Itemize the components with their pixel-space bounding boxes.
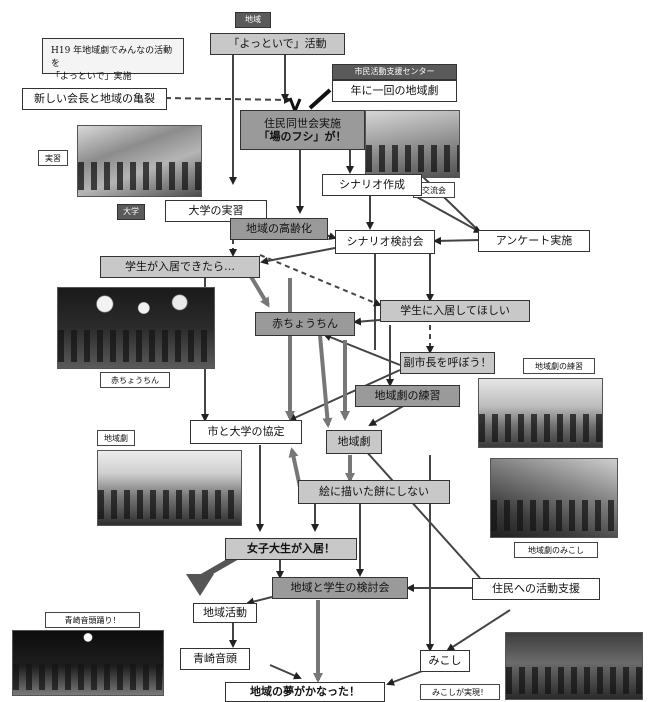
node-akachochin: 赤ちょうちん [255, 312, 355, 336]
arrow-students-want [259, 254, 382, 307]
node-residents-meeting: 住民同世会実施 「場のフシ」が！ [240, 110, 365, 150]
intro-line2: 「よっといで」実施 [51, 72, 132, 83]
photo-figures [13, 664, 163, 690]
node-survey: アンケート実施 [478, 230, 590, 252]
photo-figures [98, 489, 241, 520]
caption-drama-mikoshi: 地域劇のみこし [514, 542, 598, 558]
arrow-mikoshi-dream [386, 669, 426, 686]
node-drama-practice: 地域劇の練習 [355, 385, 460, 407]
photo-mikoshi [505, 632, 643, 700]
node-aoaki-ondo: 青崎音頭 [180, 648, 250, 670]
node-university-practice: 大学の実習 [165, 200, 267, 222]
node-elderly: 地域の高齢化 [230, 218, 328, 240]
photo-figures [58, 329, 214, 362]
caption-practice: 実習 [38, 150, 68, 166]
arrow-students-akachochin [248, 273, 270, 308]
photo-figures [78, 162, 201, 191]
arrow-once-meeting [308, 88, 332, 110]
arrow-drama-support [364, 449, 481, 579]
node-dream-true: 地域の夢がかなった！ [225, 682, 385, 702]
node-students-join: 学生が入居できたら… [100, 256, 260, 278]
caption-mikoshi-done: みこしが実現！ [420, 684, 500, 700]
arrow-want-akachochin [353, 317, 381, 326]
node-joint-meeting: 地域と学生の検討会 [272, 577, 408, 599]
node-female-students: 女子大生が入居！ [225, 538, 357, 560]
photo-exchange [365, 110, 460, 178]
photo-drama-mikoshi [490, 458, 618, 538]
intro-line1: H19 年地域劇でみんなの活動を [51, 46, 173, 70]
node-scenario-writing: シナリオ作成 [322, 174, 422, 196]
arrow-newmeeting-meeting [164, 95, 292, 104]
arrow-big-head [186, 574, 214, 596]
photo-drama-rehearsal [478, 378, 603, 448]
arrow-akachochin-drama [318, 334, 333, 428]
caption-drama-rehearsal: 地域劇の練習 [523, 358, 595, 374]
node-mikoshi: みこし [420, 650, 470, 672]
arrow-support-mikoshi [446, 609, 511, 652]
node-call-mayor: 副市長を呼ぼう！ [400, 352, 495, 374]
university-tag: 大学 [117, 204, 145, 220]
node-want-students: 学生に入居してほしい [380, 300, 530, 322]
photo-akachochin [57, 287, 215, 369]
arrow-meeting-activity [246, 596, 273, 606]
photo-practice [77, 125, 202, 197]
region-tag: 地域 [235, 12, 271, 28]
caption-ondo-contest: 青崎音頭踊り！ [45, 612, 140, 628]
arrow-review-students [260, 247, 336, 265]
node-activity-support: 住民への活動支援 [472, 578, 600, 600]
node-not-pie: 絵に描いた餅にしない [298, 480, 450, 504]
caption-drama: 地域劇 [97, 430, 135, 446]
node-regional-activity: 地域活動 [193, 603, 257, 623]
photo-figures [366, 145, 459, 172]
photo-figures [479, 414, 602, 442]
node-scenario-review: シナリオ検討会 [335, 230, 435, 254]
arrow-mayor-akachochin [323, 333, 401, 366]
node-new-meeting: 新しい会長と地域の亀裂 [22, 88, 167, 110]
node-once-year: 年に一回の地域劇 [332, 80, 457, 102]
photo-ondo [12, 630, 164, 696]
residents-meeting-line2: 「場のフシ」が！ [258, 130, 347, 143]
caption-akachochin: 赤ちょうちん [100, 372, 170, 388]
photo-drama [97, 450, 242, 526]
node-regional-drama: 地域劇 [326, 430, 382, 454]
arrow-ondo-dream [269, 664, 302, 680]
photo-figures [506, 667, 642, 694]
residents-meeting-line1: 住民同世会実施 [264, 116, 341, 130]
node-city-university: 市と大学の協定 [190, 420, 302, 444]
arrow-scenario-survey [414, 195, 482, 233]
node-yottaide: 「よっといで」活動 [210, 33, 345, 55]
photo-figures [491, 499, 617, 531]
arrow-survey-review [433, 236, 481, 245]
center-tag: 市民活動支援センター [332, 64, 457, 80]
intro-plaque: H19 年地域劇でみんなの活動を 「よっといで」実施 [42, 38, 184, 82]
arrow-practice-drama [368, 404, 406, 426]
